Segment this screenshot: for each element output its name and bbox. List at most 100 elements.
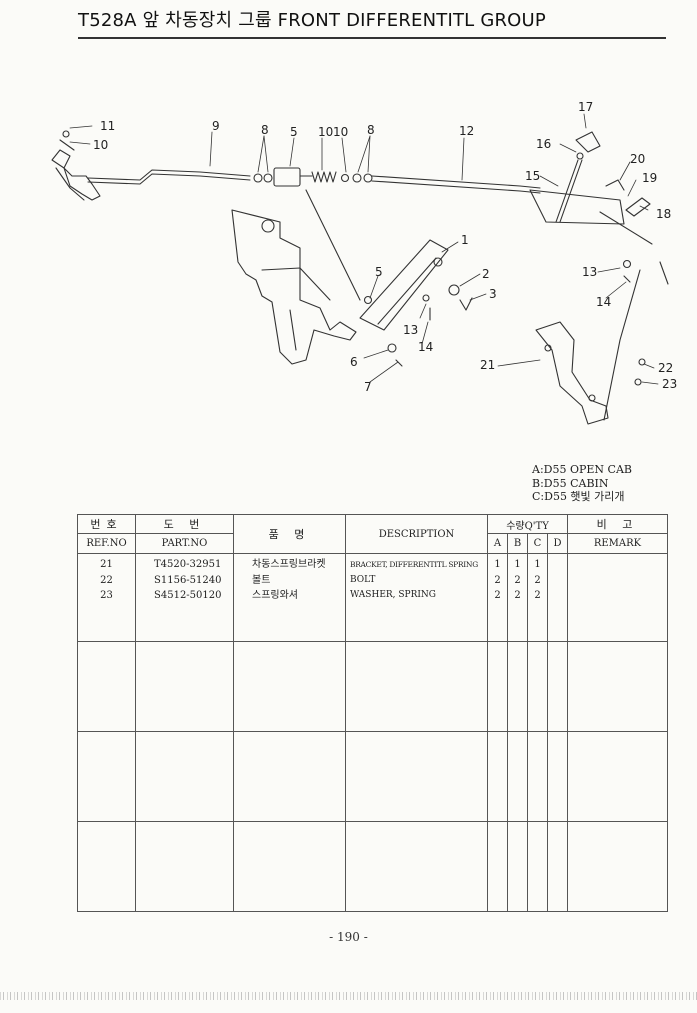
empty-cell	[567, 731, 668, 822]
empty-cell	[547, 641, 568, 732]
linkage-middle-parts	[253, 167, 373, 187]
ref-cell: 22	[100, 574, 113, 586]
name-ko-column: 차동스프링브라켓 볼트 스프링와셔	[233, 553, 346, 642]
description-cell: WASHER, SPRING	[350, 590, 437, 600]
rod-12	[371, 175, 541, 194]
qty-b-column: 1 2 2	[507, 553, 528, 642]
qty-cell: 1	[514, 559, 521, 570]
callout-label: 13	[403, 323, 418, 337]
callout-label: 1	[461, 233, 469, 247]
qty-a-column: 1 2 2	[487, 553, 508, 642]
header-qty-b: B	[507, 533, 528, 554]
empty-cell	[345, 821, 488, 912]
callout-label: 5	[375, 265, 383, 279]
qty-cell: 2	[494, 590, 501, 601]
callout-label: 10	[93, 138, 108, 152]
callout-label: 5	[290, 125, 298, 139]
callout-label: 3	[489, 287, 497, 301]
empty-cell	[77, 821, 136, 912]
callout-label: 6	[350, 355, 358, 369]
callout-label: 13	[582, 265, 597, 279]
rod-7	[87, 169, 251, 185]
empty-cell	[547, 821, 568, 912]
qty-cell: 2	[514, 590, 521, 601]
callout-label: 2	[482, 267, 490, 281]
callout-label: 8	[261, 123, 269, 137]
empty-cell	[567, 641, 668, 732]
callout-label: 14	[596, 295, 611, 309]
empty-cell	[135, 731, 234, 822]
qty-cell: 2	[534, 574, 541, 586]
linkage-end-right	[529, 131, 669, 285]
callout-label: 12	[459, 124, 474, 138]
linkage-end-left	[51, 130, 101, 201]
callout-label: 16	[536, 137, 551, 151]
description-column: BRACKET, DIFFERENTITL SPRING BOLT WASHER…	[345, 553, 488, 642]
callout-label: 20	[630, 152, 645, 166]
legend-item: C:D55 햇빛 가리개	[532, 490, 625, 503]
callout-labels: 11 10 9 8 5 10 10 8 12 1 2 3 5 13 14 6 7…	[93, 100, 677, 394]
empty-cell	[567, 821, 668, 912]
remark-column	[567, 553, 668, 642]
empty-cell	[345, 731, 488, 822]
callout-label: 15	[525, 169, 540, 183]
empty-cell	[527, 731, 548, 822]
name-ko-cell: 차동스프링브라켓	[252, 559, 326, 570]
qty-cell: 1	[534, 559, 541, 570]
header-qty: 수량Q'TY	[487, 514, 568, 534]
ref-column: 21 22 23	[77, 553, 136, 642]
header-name-ko: 품 명	[233, 514, 346, 554]
callout-label: 9	[212, 119, 220, 133]
callout-label: 23	[662, 377, 677, 391]
pedal-plate-1	[305, 189, 449, 331]
empty-cell	[233, 641, 346, 732]
empty-cell	[345, 641, 488, 732]
ref-cell: 21	[100, 559, 113, 570]
callout-label: 17	[578, 100, 593, 114]
description-cell: BRACKET, DIFFERENTITL SPRING	[350, 560, 478, 569]
model-legend: A:D55 OPEN CAB B:D55 CABIN C:D55 햇빛 가리개	[532, 463, 632, 504]
small-hardware	[363, 284, 473, 367]
empty-cell	[507, 821, 528, 912]
qty-cell: 1	[494, 559, 501, 570]
exploded-parts-diagram: 11 10 9 8 5 10 10 8 12 1 2 3 5 13 14 6 7…	[51, 100, 677, 425]
empty-cell	[77, 641, 136, 732]
callout-label: 19	[642, 171, 657, 185]
empty-cell	[135, 821, 234, 912]
header-remark-en: REMARK	[567, 533, 668, 554]
empty-cell	[527, 641, 548, 732]
empty-cell	[487, 821, 508, 912]
title-divider	[78, 37, 666, 39]
part-number-cell: S4512-50120	[154, 590, 222, 601]
qty-d-column	[547, 553, 568, 642]
empty-cell	[77, 731, 136, 822]
callout-label: 8	[367, 123, 375, 137]
leader-lines	[69, 113, 659, 385]
scan-artifact	[0, 992, 697, 1000]
empty-cell	[233, 821, 346, 912]
header-remark-ko: 비 고	[567, 514, 668, 534]
name-ko-cell: 스프링와셔	[252, 590, 298, 601]
header-description: DESCRIPTION	[345, 514, 488, 554]
empty-cell	[487, 731, 508, 822]
description-cell: BOLT	[350, 574, 376, 585]
empty-cell	[233, 731, 346, 822]
callout-label: 10	[333, 125, 348, 139]
callout-label: 11	[100, 119, 115, 133]
qty-cell: 2	[534, 590, 541, 601]
name-ko-cell: 볼트	[252, 574, 271, 586]
part-number-cell: T4520-32951	[154, 559, 222, 570]
callout-label: 7	[364, 380, 372, 394]
spring-bracket-21	[535, 269, 646, 425]
empty-cell	[507, 731, 528, 822]
qty-c-column: 1 2 2	[527, 553, 548, 642]
empty-cell	[507, 641, 528, 732]
part-column: T4520-32951 S1156-51240 S4512-50120	[135, 553, 234, 642]
header-part-en: PART.NO	[135, 533, 234, 554]
header-qty-c: C	[527, 533, 548, 554]
header-ref-en: REF.NO	[77, 533, 136, 554]
callout-label: 18	[656, 207, 671, 221]
page-number: - 190 -	[329, 930, 368, 944]
empty-cell	[487, 641, 508, 732]
header-qty-ko: 수량	[506, 520, 525, 532]
